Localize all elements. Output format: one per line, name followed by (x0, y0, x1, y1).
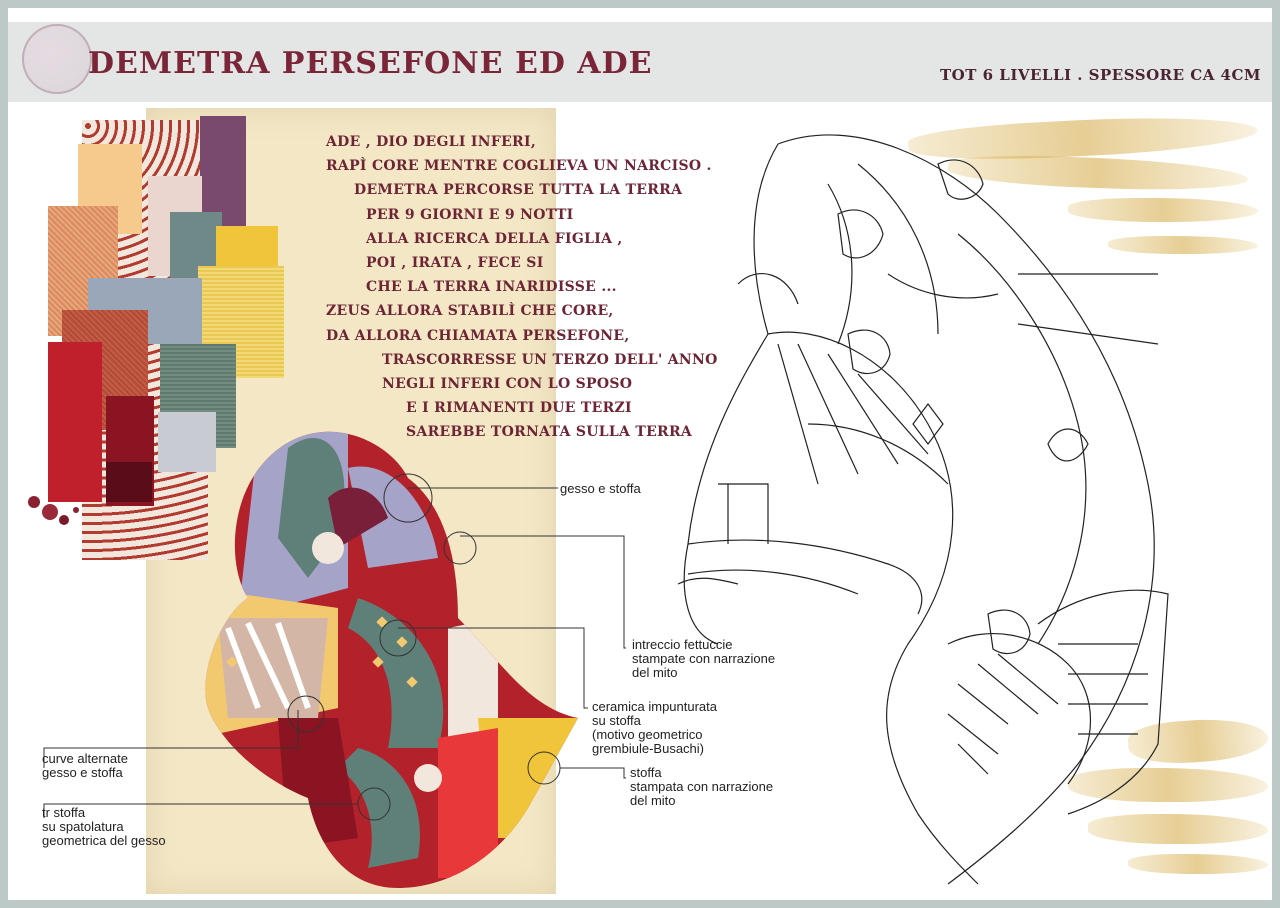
presentation-board: DEMETRA PERSEFONE ED ADE TOT 6 LIVELLI .… (8, 8, 1272, 900)
annotation-line: del mito (632, 665, 678, 680)
colored-artwork-illustration (205, 431, 578, 888)
poem-line: RAPÌ CORE MENTRE COGLIEVA UN NARCISO . (326, 158, 712, 175)
annotation-line: geometrica del gesso (42, 833, 166, 848)
title-band (8, 22, 1272, 102)
watercolor-stroke (1068, 198, 1258, 222)
red-swatch (48, 342, 102, 502)
watercolor-stain-decoration (22, 24, 92, 94)
annotation-tr-stoffa: tr stoffa su spatolatura geometrica del … (42, 806, 166, 848)
poem-line: DEMETRA PERCORSE TUTTA LA TERRA (354, 182, 683, 199)
annotation-line: (motivo geometrico (592, 727, 703, 742)
annotation-line: ceramica impunturata (592, 699, 717, 714)
poem-line: DA ALLORA CHIAMATA PERSEFONE, (326, 327, 630, 344)
silver-grey-swatch (158, 412, 216, 472)
watercolor-stroke (1088, 814, 1268, 844)
line-drawing-sketch (677, 134, 1169, 885)
poem-line: SAREBBE TORNATA SULLA TERRA (406, 424, 693, 441)
annotation-line: gesso e stoffa (42, 765, 123, 780)
annotation-stoffa: stoffa stampata con narrazione del mito (630, 766, 773, 808)
watercolor-stroke (1068, 768, 1268, 802)
poem-line: ALLA RICERCA DELLA FIGLIA , (366, 230, 623, 247)
maroon-swatch (106, 462, 152, 502)
watercolor-stroke (1128, 854, 1268, 874)
page-title: DEMETRA PERSEFONE ED ADE (88, 46, 653, 81)
poem-line: PER 9 GIORNI E 9 NOTTI (366, 206, 574, 223)
annotation-line: su spatolatura (42, 819, 124, 834)
annotation-line: del mito (630, 793, 676, 808)
annotation-ceramica: ceramica impunturata su stoffa (motivo g… (592, 700, 717, 756)
material-swatches-collage (48, 116, 284, 560)
annotation-line: gesso e stoffa (560, 481, 641, 496)
annotation-intreccio: intreccio fettuccie stampate con narrazi… (632, 638, 775, 680)
wine-drops-decoration (28, 496, 79, 525)
annotation-line: tr stoffa (42, 805, 86, 820)
annotation-line: stampate con narrazione (632, 651, 776, 666)
poem-line: E I RIMANENTI DUE TERZI (406, 400, 632, 417)
annotation-line: su stoffa (592, 713, 641, 728)
annotation-line: curve alternate (42, 751, 128, 766)
poem-line: POI , IRATA , FECE SI (366, 255, 544, 272)
poem-line: NEGLI INFERI CON LO SPOSO (382, 376, 633, 393)
poem-line: ADE , DIO DEGLI INFERI, (326, 134, 537, 150)
poem-line: CHE LA TERRA INARIDISSE ... (366, 279, 617, 296)
annotation-line: stoffa (630, 765, 662, 780)
watercolor-stroke (1108, 236, 1258, 254)
annotation-line: grembiule-Busachi) (592, 741, 704, 756)
myth-poem: ADE , DIO DEGLI INFERI, RAPÌ CORE MENTRE… (326, 130, 718, 445)
poem-line: ZEUS ALLORA STABILÌ CHE CORE, (326, 303, 614, 320)
poem-line: TRASCORRESSE UN TERZO DELL' ANNO (382, 351, 718, 368)
annotation-line: stampata con narrazione (630, 779, 774, 794)
annotation-curve: curve alternate gesso e stoffa (42, 752, 128, 780)
page-subtitle: TOT 6 LIVELLI . SPESSORE CA 4CM (940, 66, 1262, 84)
annotation-line: intreccio fettuccie (632, 637, 733, 652)
annotation-gesso-stoffa: gesso e stoffa (560, 482, 641, 496)
